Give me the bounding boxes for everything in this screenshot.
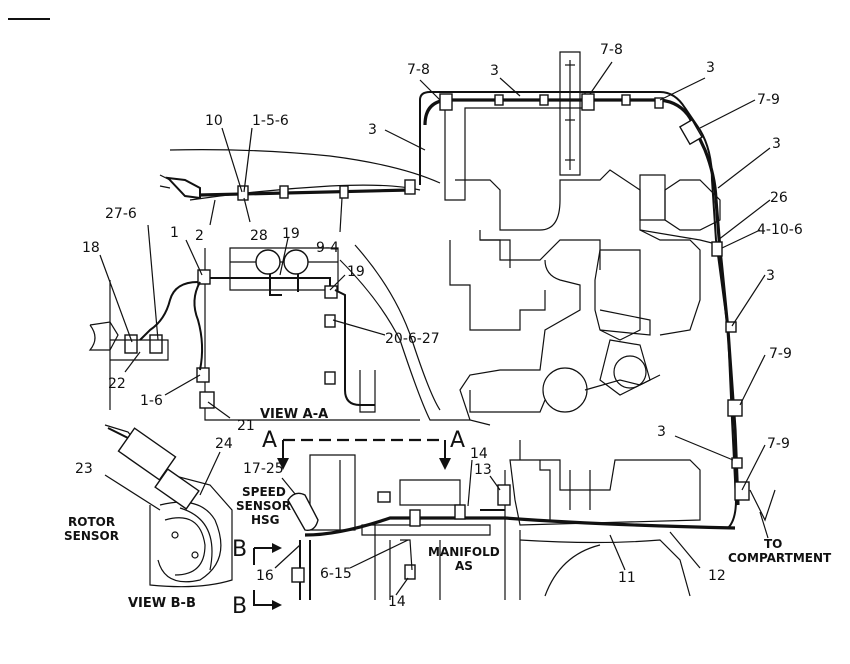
callout-3-top: 3 (490, 63, 499, 79)
callout-19-a: 19 (282, 226, 300, 242)
section-a-right-label: A (450, 428, 465, 453)
leader-lines (99, 61, 776, 596)
callout-6-15: 6-15 (320, 566, 352, 582)
callout-7-9-top: 7-9 (757, 92, 780, 108)
callout-19-b: 19 (347, 264, 365, 280)
callout-3-lower: 3 (657, 424, 666, 440)
section-b-top-label: B (232, 537, 247, 562)
harness-routing (199, 98, 740, 537)
speed-sensor-note-3: HSG (251, 513, 280, 527)
callout-3-topright: 3 (706, 60, 715, 76)
callout-10: 10 (205, 113, 223, 129)
callout-1-6: 1-6 (140, 393, 163, 409)
callout-27-6: 27-6 (105, 206, 137, 222)
view-a-a-detail (88, 247, 420, 421)
rotor-sensor-note-1: ROTOR (68, 515, 115, 529)
view-a-a-label: VIEW A-A (260, 407, 328, 422)
callout-7-8-right: 7-8 (600, 42, 623, 58)
callout-23: 23 (75, 461, 93, 477)
callout-28: 28 (250, 228, 268, 244)
section-b-bottom-label: B (232, 594, 247, 619)
callout-22: 22 (108, 376, 126, 392)
callout-11: 11 (618, 570, 636, 586)
to-compartment-note-2: COMPARTMENT (728, 551, 832, 565)
view-labels: VIEW A-A VIEW B-B A A B B SPEED SENSOR H… (64, 407, 832, 619)
callout-14-bottom: 14 (388, 594, 406, 610)
callout-7-9-mid: 7-9 (769, 346, 792, 362)
callout-13: 13 (474, 462, 492, 478)
speed-sensor-housing (287, 492, 319, 600)
callout-3-mid: 3 (766, 268, 775, 284)
manifold-note-1: MANIFOLD (428, 545, 500, 559)
callout-1: 1 (170, 225, 179, 241)
callout-20-6-27: 20-6-27 (385, 331, 440, 347)
callout-16: 16 (256, 568, 274, 584)
section-a-left-label: A (262, 428, 277, 453)
callout-26: 26 (770, 190, 788, 206)
callout-7-8-left: 7-8 (407, 62, 430, 78)
rotor-sensor-note-2: SENSOR (64, 529, 119, 543)
manifold-note-2: AS (455, 559, 473, 573)
speed-sensor-note-2: SENSOR (236, 499, 291, 513)
speed-sensor-note-1: SPEED (242, 485, 286, 499)
callout-3-right: 3 (772, 136, 781, 152)
callout-12: 12 (708, 568, 726, 584)
to-compartment-note-1: TO (764, 537, 782, 551)
callout-3-left: 3 (368, 122, 377, 138)
engine-outline (169, 51, 738, 600)
callout-2: 2 (195, 228, 204, 244)
harness-clips (159, 93, 750, 580)
callout-17-25: 17-25 (243, 461, 284, 477)
section-arrows (253, 438, 451, 610)
callout-4-10-6: 4-10-6 (757, 222, 803, 238)
callout-9-4: 9-4 (316, 240, 339, 256)
callout-1-5-6: 1-5-6 (252, 113, 289, 129)
callout-24: 24 (215, 436, 233, 452)
view-b-b-detail (104, 424, 233, 588)
view-b-b-label: VIEW B-B (128, 596, 196, 611)
callout-14-top: 14 (470, 446, 488, 462)
callout-18: 18 (82, 240, 100, 256)
callout-labels: 7-8 3 7-8 3 7-9 3 3 10 1-5-6 26 4-10-6 2… (75, 42, 803, 610)
callout-7-9-lower: 7-9 (767, 436, 790, 452)
callout-21: 21 (237, 418, 255, 434)
